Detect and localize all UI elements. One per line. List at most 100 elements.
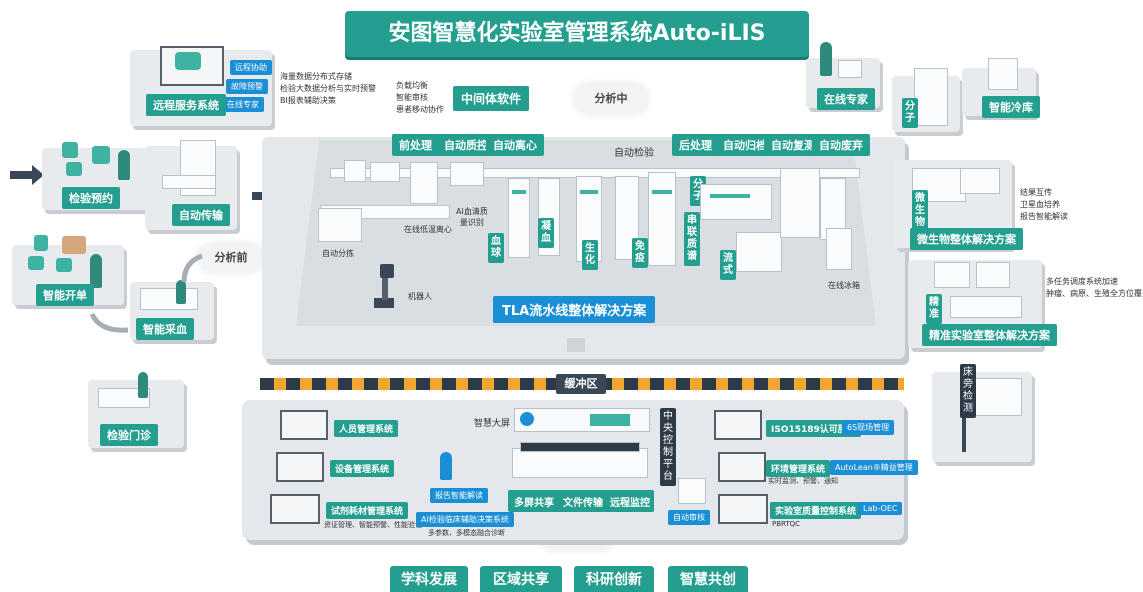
center-remote: 远程监控 [610, 498, 650, 509]
tla-autodiscard-tag: 自动废弃 [812, 134, 870, 156]
online-fridge-label: 在线冰箱 [828, 281, 860, 290]
monitor-staff [280, 410, 328, 440]
reagent-system-label: 试剂耗材管理系统 [326, 502, 409, 519]
center-multiscreen: 多屏共享 [514, 498, 554, 509]
report-figure-icon [440, 452, 452, 480]
smart-cold-label: 智能冷库 [982, 96, 1040, 118]
bedside-tag: 床旁检测 [960, 364, 976, 418]
flow-arrow-up-icon [178, 252, 208, 288]
precise-notes: 多任务调度系统加速 肿瘤、病原、生殖全方位覆盖 [1046, 276, 1143, 300]
left-systems-note: 资证管理、智能预警、性能验证 [324, 521, 422, 529]
expert-figure-icon [820, 42, 832, 76]
analyzer-stripe-a [512, 190, 526, 194]
center-tag-bar [508, 490, 654, 512]
bottom-tag-regional: 区域共享 [480, 566, 562, 592]
staff-system-label: 人员管理系统 [334, 420, 399, 437]
flow-arrow-icon [89, 312, 132, 338]
bedside-bed [968, 378, 1022, 416]
buffer-text: 缓冲区 [564, 377, 598, 390]
analysis-mid-cloud: 分析中 [574, 84, 648, 114]
tla-tag-biochemistry: 生化 [582, 240, 598, 270]
tla-postprocess-tag: 后处理 [672, 134, 719, 156]
buffer-label: 缓冲区 [556, 374, 606, 394]
smart-screen-chart [520, 412, 534, 426]
clinic-desk [98, 388, 150, 408]
tla-fridge-2 [826, 228, 852, 270]
auto-review-box [678, 478, 706, 504]
control-platform-tag: 中央控制平台 [660, 408, 676, 486]
booking-icon-phone [62, 142, 78, 158]
tla-autoqc-tag: 自动质控 [437, 134, 495, 156]
tla-tag-mass-spec: 串联质谱 [684, 212, 700, 266]
micro-note: 卫星血培养 [1020, 200, 1060, 209]
lab-oec-tag: Lab-OEC [858, 502, 903, 515]
monitor-device [276, 452, 324, 482]
analysis-pre-cloud: 分析前 [198, 244, 264, 272]
ai-support-note: 多参数、多模态融合诊断 [428, 529, 505, 537]
tla-unit-a [344, 160, 366, 182]
order-icon-tools [56, 258, 72, 272]
precise-machine-a [934, 262, 970, 288]
micro-note: 报告智能解读 [1020, 212, 1068, 221]
precise-note: 肿瘤、病原、生殖全方位覆盖 [1046, 289, 1143, 298]
tla-tag-immunology: 免疫 [632, 238, 648, 268]
remote-badge-warning: 故障预警 [226, 79, 268, 94]
tla-centrifuge [410, 162, 438, 204]
report-interpret-label: 报告智能解读 [430, 488, 488, 503]
remote-note: 检验大数据分析与实时预警 [280, 84, 376, 93]
order-icon-check [28, 256, 44, 270]
tla-tag-flow: 流式 [720, 250, 736, 280]
tla-flow-unit [736, 232, 782, 272]
precise-solution-label: 精准实验室整体解决方案 [922, 324, 1057, 346]
control-console [512, 448, 648, 478]
env-note: 实时监测、预警、通知 [768, 477, 838, 485]
tla-sorter [318, 208, 362, 242]
tla-platform-notch [567, 338, 585, 352]
remote-service-label: 远程服务系统 [146, 94, 226, 116]
tla-autoretest-tag: 自动复测 [764, 134, 822, 156]
middleware-label: 中间体软件 [453, 86, 530, 111]
tla-msms-stripe [710, 194, 750, 198]
ai-serum-line: 量识别 [459, 218, 484, 227]
expert-microscope [838, 60, 862, 78]
middleware-note: 智能审核 [396, 93, 428, 102]
pbrtqc-label: PBRTQC [772, 520, 801, 528]
middleware-note: 负载均衡 [396, 81, 428, 90]
autolean-tag: AutoLean®精益管理 [830, 460, 918, 475]
tla-solution-title: TLA流水线整体解决方案 [493, 296, 656, 323]
precise-machine-c [950, 296, 1022, 318]
qc-system-label: 实验室质量控制系统 [770, 502, 862, 519]
tla-tag-hematology: 血球 [488, 233, 504, 263]
page-title-text: 安图智慧化实验室管理系统Auto-iLIS [388, 21, 766, 46]
monitor-qc [718, 494, 768, 524]
analyzer-molecule [648, 172, 676, 266]
transport-rail [162, 175, 216, 189]
auto-test-label: 自动检验 [614, 148, 654, 159]
monitor-env [718, 452, 766, 482]
booking-icon-card [66, 162, 82, 176]
monitor-reagent [270, 494, 320, 524]
smart-screen-label: 智慧大屏 [474, 419, 511, 429]
auto-transport-label: 自动传输 [172, 204, 230, 226]
robot-label: 机器人 [408, 292, 432, 301]
precise-note: 多任务调度系统加速 [1046, 277, 1118, 286]
robot-arm-icon [372, 262, 398, 308]
doctor-avatar-icon [62, 236, 86, 254]
clinic-person-icon [138, 372, 148, 398]
analyzer-stripe-b [580, 190, 598, 194]
iso-service-label: ISO15189认可服务 [766, 420, 861, 437]
micro-note: 结果互传 [1020, 188, 1052, 197]
micro-notes: 结果互传 卫星血培养 报告智能解读 [1020, 187, 1068, 223]
bedside-stand-icon [962, 414, 966, 452]
auto-sort-label: 自动分拣 [322, 249, 354, 258]
nurse-figure-icon [176, 280, 186, 304]
tla-msms-unit [700, 184, 772, 220]
remote-notes: 海量数据分布式存储 检验大数据分析与实时预警 BI报表辅助决策 [280, 71, 376, 107]
remote-badge-assist: 远程协助 [230, 60, 272, 75]
bottom-tag-cocreate: 智慧共创 [668, 566, 748, 592]
bottom-tag-research: 科研创新 [574, 566, 654, 592]
device-system-label: 设备管理系统 [330, 460, 395, 477]
micro-solution-label: 微生物整体解决方案 [910, 228, 1023, 250]
analyzer-hematology [508, 178, 530, 258]
precise-tag: 精准 [926, 294, 942, 324]
